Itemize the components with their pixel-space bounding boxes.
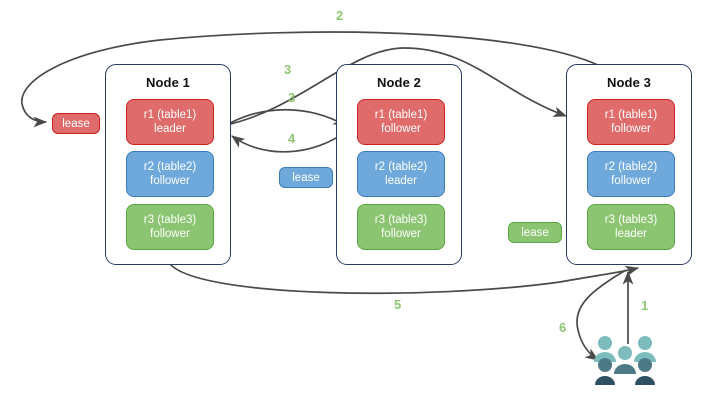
edge-6-path bbox=[576, 269, 627, 361]
edge-5-path bbox=[169, 263, 639, 295]
replica-role: follower bbox=[150, 175, 190, 187]
node-container-3[interactable]: Node 3 r1 (table1) follower r2 (table2) … bbox=[566, 64, 692, 265]
replica-n1-r1[interactable]: r1 (table1) leader bbox=[126, 99, 214, 145]
replica-n3-r2[interactable]: r2 (table2) follower bbox=[587, 151, 675, 197]
edge-label-4: 4 bbox=[288, 131, 296, 146]
replica-n1-r3[interactable]: r3 (table3) follower bbox=[126, 204, 214, 250]
replica-role: follower bbox=[381, 228, 421, 240]
node-container-1[interactable]: Node 1 r1 (table1) leader r2 (table2) fo… bbox=[105, 64, 231, 265]
replica-name: r1 (table1) bbox=[143, 109, 197, 121]
edge-3-up-path bbox=[221, 47, 567, 127]
replica-role: follower bbox=[381, 123, 421, 135]
lease-badge-red[interactable]: lease bbox=[52, 113, 100, 134]
replica-name: r2 (table2) bbox=[143, 161, 197, 173]
replica-role: follower bbox=[611, 175, 651, 187]
edge-label-2: 2 bbox=[336, 8, 344, 23]
replica-role: leader bbox=[154, 123, 186, 135]
edge-label-3-upper: 3 bbox=[284, 62, 292, 77]
node-container-2[interactable]: Node 2 r1 (table1) follower r2 (table2) … bbox=[336, 64, 462, 265]
replica-n3-r3[interactable]: r3 (table3) leader bbox=[587, 204, 675, 250]
node-title-1: Node 1 bbox=[146, 75, 190, 90]
lease-badge-blue[interactable]: lease bbox=[279, 167, 333, 188]
edge-label-5: 5 bbox=[394, 297, 402, 312]
replica-name: r3 (table3) bbox=[143, 214, 197, 226]
replica-name: r3 (table3) bbox=[604, 214, 658, 226]
node-title-2: Node 2 bbox=[377, 75, 421, 90]
replica-n3-r1[interactable]: r1 (table1) follower bbox=[587, 99, 675, 145]
replica-name: r1 (table1) bbox=[604, 109, 658, 121]
lease-badge-green[interactable]: lease bbox=[508, 222, 562, 243]
replica-name: r1 (table1) bbox=[374, 109, 428, 121]
edge-label-6: 6 bbox=[559, 320, 567, 335]
replica-n2-r1[interactable]: r1 (table1) follower bbox=[357, 99, 445, 145]
replica-role: leader bbox=[385, 175, 417, 187]
edge-label-3-lower: 3 bbox=[288, 90, 296, 105]
replica-role: follower bbox=[611, 123, 651, 135]
edge-3-low-path bbox=[221, 108, 347, 129]
node-title-3: Node 3 bbox=[607, 75, 651, 90]
replica-name: r3 (table3) bbox=[374, 214, 428, 226]
edge-4-path bbox=[231, 129, 349, 153]
replica-n2-r3[interactable]: r3 (table3) follower bbox=[357, 204, 445, 250]
edge-label-1: 1 bbox=[641, 298, 649, 313]
replica-name: r2 (table2) bbox=[374, 161, 428, 173]
edge-2-path bbox=[21, 31, 601, 128]
users-group-icon bbox=[594, 336, 656, 385]
replica-n2-r2[interactable]: r2 (table2) leader bbox=[357, 151, 445, 197]
replica-name: r2 (table2) bbox=[604, 161, 658, 173]
replica-role: follower bbox=[150, 228, 190, 240]
replica-role: leader bbox=[615, 228, 647, 240]
replica-n1-r2[interactable]: r2 (table2) follower bbox=[126, 151, 214, 197]
